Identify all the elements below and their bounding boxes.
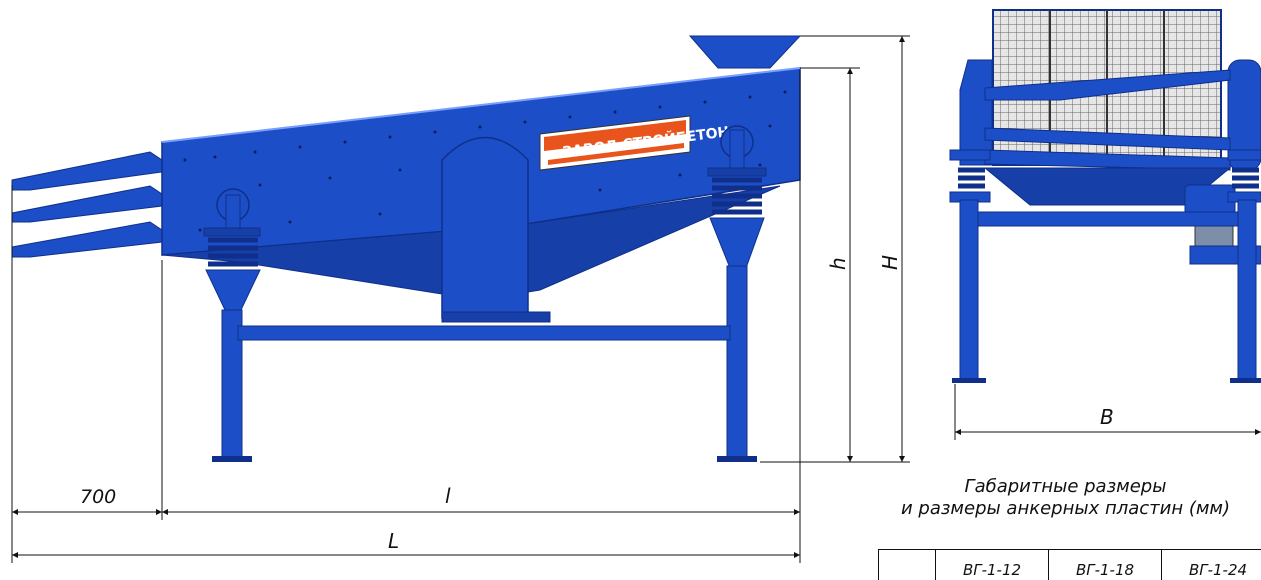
spring-support-left: [203, 188, 261, 462]
table-header-cell: ВГ-1-18: [1049, 550, 1162, 580]
table-header-cell: [879, 550, 936, 580]
dim-B-label: B: [1100, 405, 1114, 429]
dim-h-label: h: [826, 257, 850, 270]
caption-line-1: Габаритные размеры: [964, 476, 1167, 497]
frame-crossbeam: [237, 325, 731, 341]
side-view: ЗАВОД СТРОЙБЕТОН: [11, 35, 802, 462]
dim-H-label: H: [878, 255, 902, 270]
dimension-lines: [11, 35, 910, 563]
drive-tower: [441, 136, 551, 323]
front-view: [949, 9, 1261, 383]
dim-L-label: L: [388, 529, 399, 553]
table-header-cell: ВГ-1-24: [1162, 550, 1261, 580]
vibrating-screen-drawing: ЗАВОД СТРОЙБЕТОН: [11, 9, 1261, 563]
discharge-chutes: [11, 151, 163, 258]
dim-700-label: 700: [80, 486, 116, 508]
dim-l-label: l: [445, 484, 451, 508]
spring-support-right: [707, 125, 767, 462]
table-header-cell: ВГ-1-12: [936, 550, 1049, 580]
dimensions-caption: Габаритные размеры и размеры анкерных пл…: [870, 476, 1261, 520]
dimensions-table: ВГ-1-12 ВГ-1-18 ВГ-1-24: [878, 549, 1261, 580]
caption-line-2: и размеры анкерных пластин (мм): [900, 498, 1231, 519]
feed-hopper: [688, 35, 802, 69]
dim-B: [954, 384, 1261, 440]
